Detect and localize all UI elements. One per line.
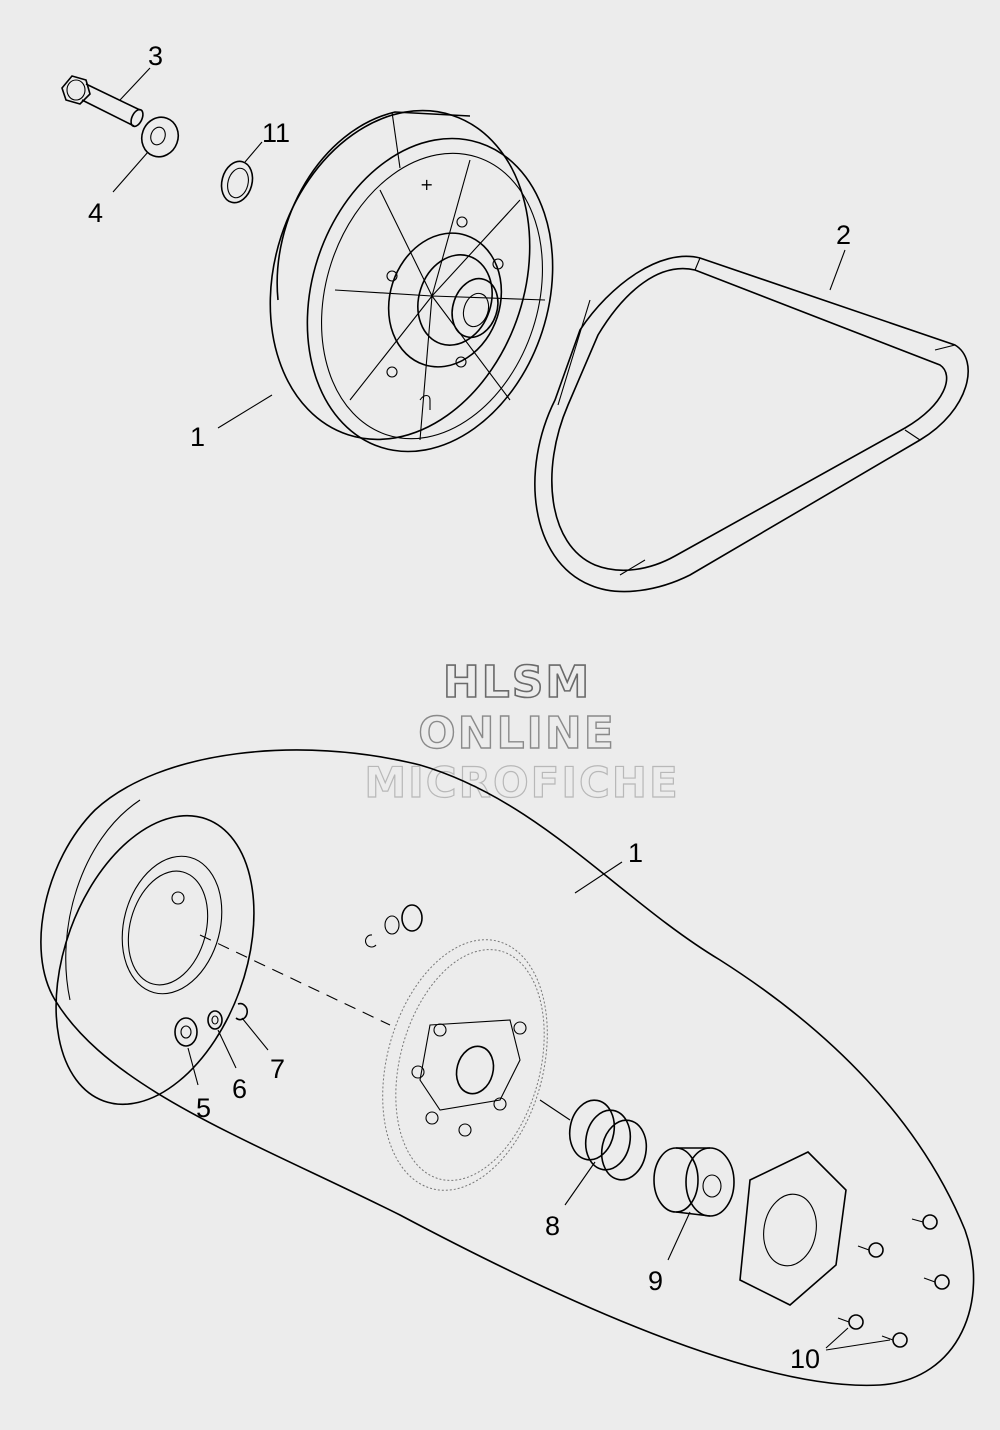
washer-part-6[interactable] [207,1010,223,1030]
screw-part-10[interactable] [837,1214,950,1348]
callout-6: 6 [232,1074,247,1104]
leader-3 [119,67,151,101]
leader-2 [829,249,846,291]
callout-10: 10 [790,1344,820,1374]
washer-part-4[interactable] [136,112,184,162]
leader-9 [667,1211,691,1261]
callout-4: 4 [88,198,103,228]
e-clip-part-7[interactable] [235,1002,248,1021]
leader-10b [825,1339,891,1351]
callout-1-bottom: 1 [628,838,643,868]
drive-belt-part-2[interactable] [534,255,969,593]
leader-1-top [217,394,273,429]
leader-8 [564,1161,596,1206]
roller-part-5[interactable] [174,1017,198,1047]
spring-part-8[interactable] [565,1097,651,1184]
callout-1-top: 1 [190,422,205,452]
leader-7 [241,1017,269,1051]
spacer-ring-part-11[interactable] [217,158,257,206]
bolt-part-3[interactable] [61,75,145,128]
callout-11: 11 [262,118,290,148]
pulley-assembly-part-1[interactable] [19,749,975,1387]
leader-10a [825,1327,849,1349]
cam-bushing-part-9[interactable] [653,1147,735,1217]
leader-6 [217,1029,237,1069]
watermark-line-3: MICROFICHE [364,758,679,807]
leader-1-bottom [574,861,623,894]
callout-5: 5 [196,1093,211,1123]
svg-text:+: + [420,175,433,194]
callout-8: 8 [545,1211,560,1241]
watermark-line-2: ONLINE [418,708,616,759]
leader-11 [244,141,263,163]
callout-9: 9 [648,1266,663,1296]
callout-2: 2 [836,220,851,250]
callout-3: 3 [148,41,163,71]
leader-5 [187,1047,199,1086]
watermark-line-1: HLSM [443,657,591,708]
leader-4 [112,151,149,193]
driven-pulley-part-1[interactable]: + [229,77,591,484]
callout-7: 7 [270,1054,285,1084]
cover-plate[interactable] [739,1151,847,1306]
